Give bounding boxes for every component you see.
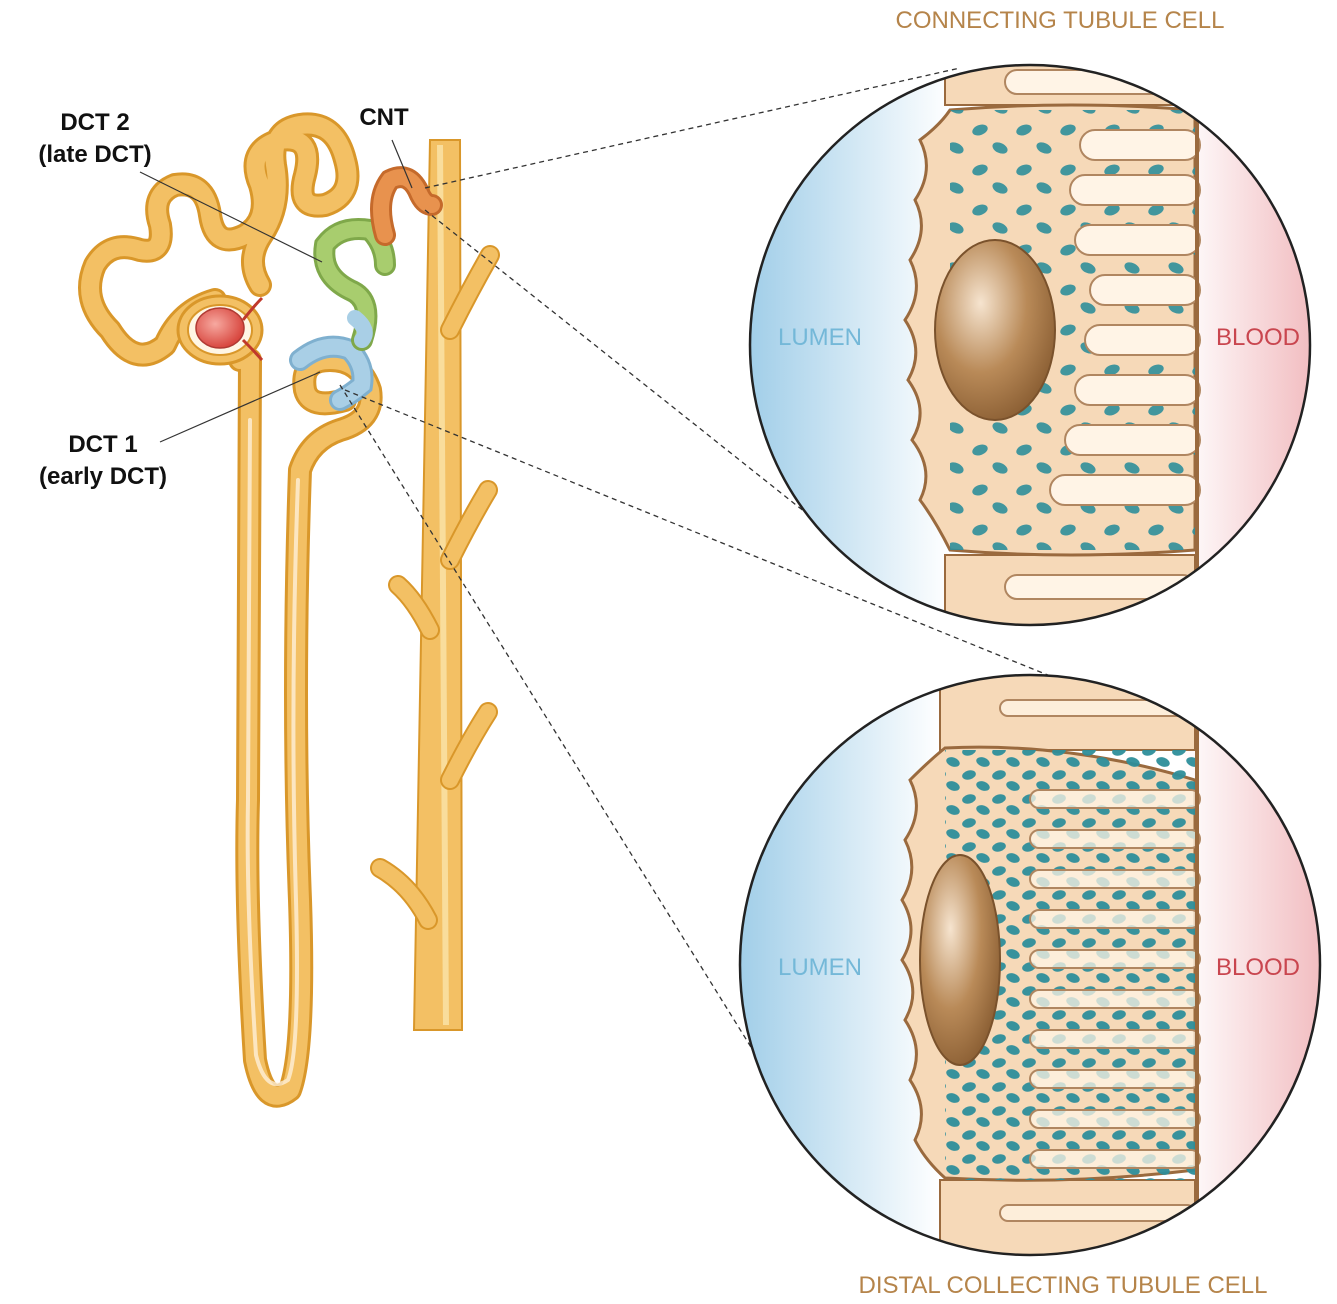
top-blood-label: BLOOD (1216, 324, 1300, 351)
connecting-tubule-title: CONNECTING TUBULE CELL (896, 7, 1225, 34)
bottom-blood-label: BLOOD (1216, 954, 1300, 981)
distal-collecting-tubule-panel: LUMEN BLOOD DISTAL COLLECTING TUBULE CEL… (735, 670, 1335, 1299)
cnt-label: CNT (359, 104, 409, 131)
nephron (90, 124, 490, 1095)
connecting-tubule-panel: CONNECTING TUBULE CELL (745, 7, 1320, 635)
collecting-duct (380, 140, 490, 1030)
dct1-label: DCT 1 (68, 431, 137, 458)
glomerulus (178, 296, 262, 364)
top-lumen-label: LUMEN (778, 324, 862, 351)
dct2-sublabel: (late DCT) (38, 141, 151, 168)
cnt-segment (381, 177, 432, 235)
dct2-segment (324, 229, 385, 340)
bottom-lumen-label: LUMEN (778, 954, 862, 981)
dct2-label: DCT 2 (60, 109, 129, 136)
dct1-sublabel: (early DCT) (39, 463, 167, 490)
distal-collecting-tubule-title: DISTAL COLLECTING TUBULE CELL (858, 1272, 1267, 1299)
